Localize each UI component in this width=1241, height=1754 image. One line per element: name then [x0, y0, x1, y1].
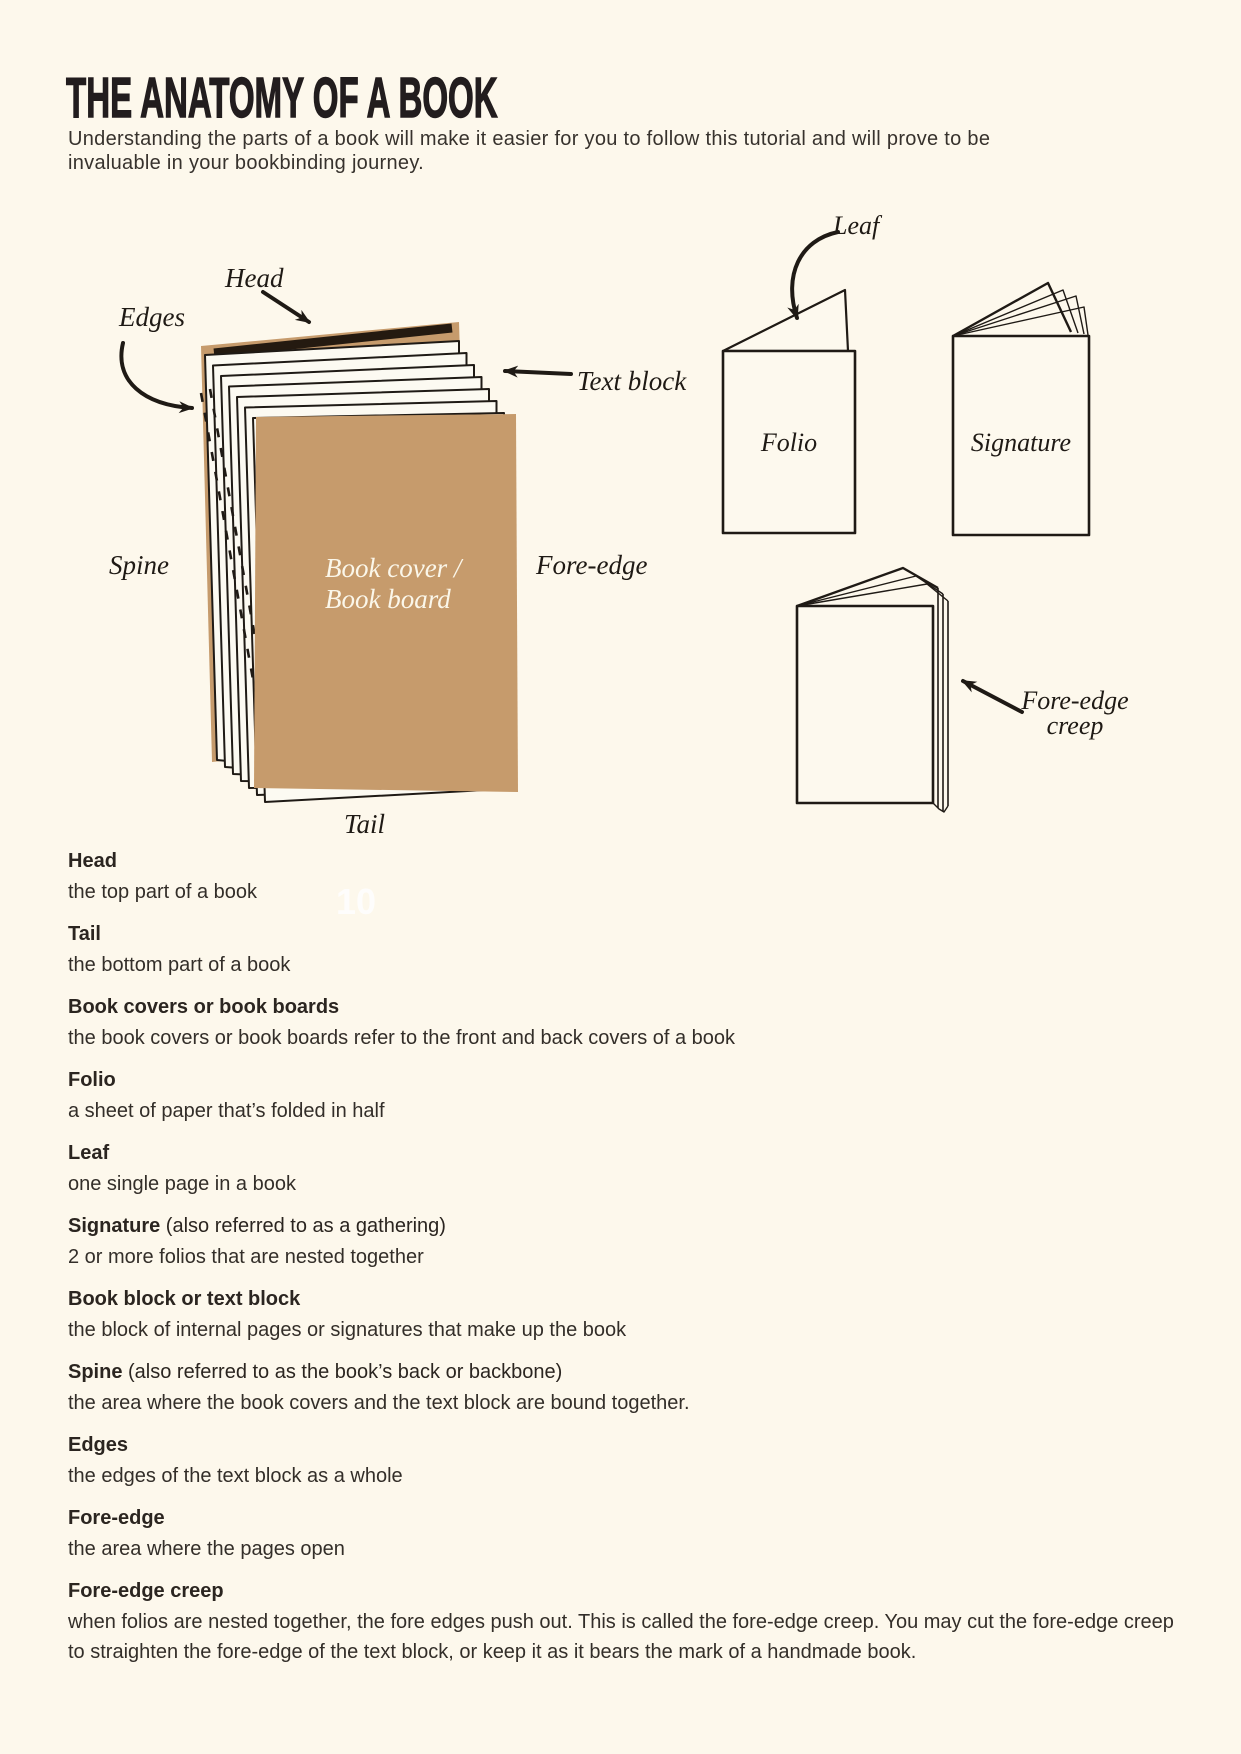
- label-book-cover: Book cover / Book board: [325, 553, 461, 615]
- label-book-cover-line2: Book board: [325, 584, 451, 614]
- glossary-term: Spine (also referred to as the book’s ba…: [68, 1361, 563, 1383]
- glossary-term: Tail: [68, 923, 101, 945]
- watermark: 10: [336, 881, 377, 922]
- glossary-term: Book block or text block: [68, 1288, 301, 1310]
- glossary-term: Book covers or book boards: [68, 996, 340, 1018]
- label-tail: Tail: [344, 809, 386, 839]
- edges-arrow: [119, 341, 194, 414]
- text-block-arrow: [503, 365, 573, 378]
- glossary-definition: 2 or more folios that are nested togethe…: [68, 1246, 424, 1268]
- glossary-block: Edges the edges of the text block as a w…: [68, 1429, 1193, 1491]
- fore-edge-creep-shape: [795, 566, 949, 813]
- glossary-definition: when folios are nested together, the for…: [68, 1611, 1174, 1663]
- signature-shape: [951, 281, 1091, 537]
- glossary-definition: the top part of a book: [68, 881, 258, 903]
- glossary-block: Book block or text block the block of in…: [68, 1283, 1193, 1345]
- glossary-block: Leaf one single page in a book: [68, 1137, 1193, 1199]
- label-text-block: Text block: [577, 366, 687, 396]
- leaf-arrow: [787, 230, 840, 320]
- main-book-diagram: [119, 290, 573, 803]
- label-edges: Edges: [119, 302, 185, 332]
- folio-raised-leaf: [721, 288, 850, 353]
- glossary-block: Book covers or book boards the book cove…: [68, 991, 1193, 1053]
- glossary-term: Edges: [68, 1434, 129, 1456]
- glossary-term: Head: [68, 850, 117, 872]
- glossary-definition: the block of internal pages or signature…: [68, 1319, 627, 1341]
- label-fore-edge: Fore-edge: [536, 550, 648, 580]
- book-front-cover: [254, 414, 518, 792]
- page-title: THE ANATOMY OF A BOOK: [66, 66, 498, 130]
- label-book-cover-line1: Book cover /: [325, 553, 462, 583]
- spine-shadow: [213, 323, 453, 358]
- glossary-block: Spine (also referred to as the book’s ba…: [68, 1356, 1193, 1418]
- label-fore-edge-creep-line2: creep: [1046, 711, 1104, 740]
- folio-signature-creep-diagram: [721, 230, 1091, 813]
- glossary-block: Signature (also referred to as a gatheri…: [68, 1210, 1193, 1272]
- label-leaf: Leaf: [833, 211, 880, 240]
- intro-text: Understanding the parts of a book will m…: [68, 128, 991, 174]
- glossary-block: Folio a sheet of paper that’s folded in …: [68, 1064, 1193, 1126]
- glossary: Head the top part of a book Tail the bot…: [68, 845, 1193, 1678]
- label-spine: Spine: [109, 550, 169, 580]
- glossary-term: Leaf: [68, 1142, 110, 1164]
- glossary-term: Folio: [68, 1069, 116, 1091]
- glossary-definition: one single page in a book: [68, 1173, 296, 1195]
- glossary-definition: a sheet of paper that’s folded in half: [68, 1100, 385, 1122]
- glossary-block: Tail the bottom part of a book: [68, 918, 1193, 980]
- glossary-block: Head the top part of a book: [68, 845, 1193, 907]
- glossary-term: Signature (also referred to as a gatheri…: [68, 1215, 446, 1237]
- head-arrow: [261, 290, 311, 324]
- label-fore-edge-creep: Fore-edge creep: [1005, 686, 1145, 740]
- glossary-term: Fore-edge creep: [68, 1580, 224, 1602]
- glossary-block: Fore-edge the area where the pages open: [68, 1502, 1193, 1564]
- label-folio: Folio: [760, 428, 818, 457]
- glossary-definition: the edges of the text block as a whole: [68, 1465, 403, 1487]
- label-signature: Signature: [970, 428, 1072, 457]
- glossary-definition: the area where the pages open: [68, 1538, 345, 1560]
- label-head: Head: [225, 263, 284, 293]
- folio-shape: [721, 288, 857, 535]
- glossary-block: Fore-edge creep when folios are nested t…: [68, 1575, 1193, 1667]
- glossary-definition: the book covers or book boards refer to …: [68, 1027, 736, 1049]
- glossary-definition: the bottom part of a book: [68, 954, 291, 976]
- glossary-definition: the area where the book covers and the t…: [68, 1392, 690, 1414]
- fore-edge-creep-arrow: [961, 679, 1024, 714]
- glossary-term: Fore-edge: [68, 1507, 165, 1529]
- label-fore-edge-creep-line1: Fore-edge: [1021, 686, 1129, 715]
